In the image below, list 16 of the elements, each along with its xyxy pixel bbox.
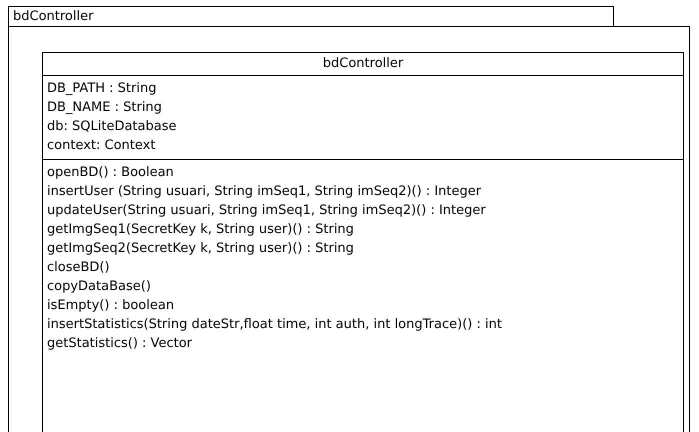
- method-signature: copyDataBase(): [47, 278, 152, 296]
- method-signature: isEmpty() : boolean: [47, 297, 176, 315]
- method-signature: getImgSeq1(SecretKey k, String user)() : String: [47, 221, 355, 239]
- attribute-text: db: SQLiteDatabase: [47, 118, 178, 136]
- method-signature: openBD() : Boolean: [47, 164, 175, 182]
- attribute-text: context: Context: [47, 137, 156, 155]
- method-signature: insertUser (String usuari, String imSeq1, String imSeq2)() : Integer: [47, 183, 482, 201]
- method-signature: closeBD(): [47, 259, 111, 277]
- package-name-tab: bdController: [8, 6, 614, 27]
- method-signature: getStatistics() : Vector: [47, 335, 193, 353]
- attribute-text: DB_NAME : String: [47, 99, 163, 117]
- method-signature: insertStatistics(String dateStr,float time, int auth, int longTrace)() : int: [47, 316, 503, 334]
- attribute-text: DB_PATH : String: [47, 80, 158, 98]
- method-signature: getImgSeq2(SecretKey k, String user)() : String: [47, 240, 355, 258]
- class-name: bdController: [43, 53, 683, 76]
- method-signature: updateUser(String usuari, String imSeq1, String imSeq2)() : Integer: [47, 202, 487, 220]
